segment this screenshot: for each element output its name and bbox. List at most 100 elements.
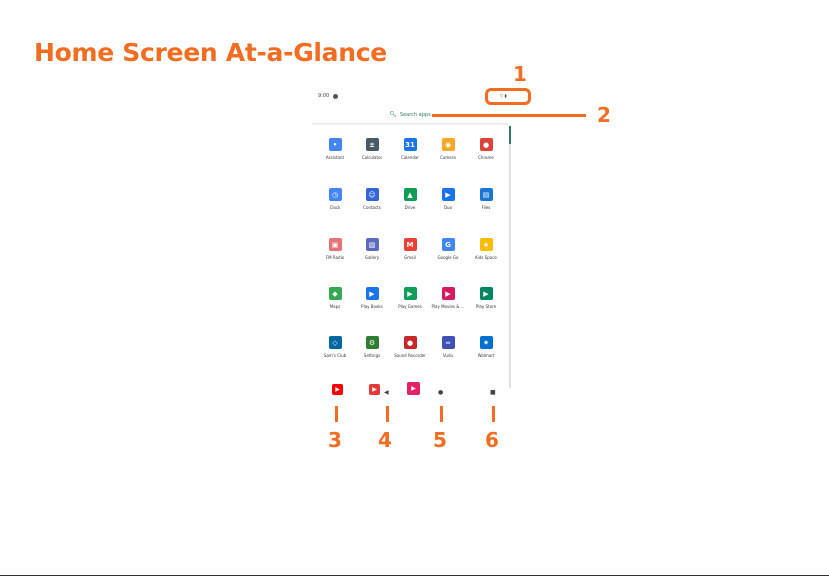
gallery-icon: ▧ (365, 238, 379, 251)
app-label: Play Movies & ... (431, 304, 465, 309)
app-label: Calendar (401, 155, 419, 160)
status-time: 9:00 (318, 93, 330, 99)
callout-1: 1 (513, 62, 527, 86)
app-assistant[interactable]: • Assistant (316, 138, 354, 160)
app-label: Calculator (361, 155, 383, 160)
play-movies-icon: ▶ (441, 287, 455, 300)
notification-icon (333, 93, 339, 99)
app-label: Google Go (437, 255, 459, 260)
settings-icon: ⚙ (365, 336, 379, 349)
leader-3 (335, 406, 338, 422)
app-label: Walmart (477, 353, 495, 358)
recents-button[interactable]: ■ (490, 389, 496, 396)
kids-space-icon: ★ (479, 238, 493, 251)
chrome-icon: ● (479, 138, 493, 151)
app-duo[interactable]: ▶ Duo (429, 188, 467, 210)
youtube-icon[interactable]: ▶ (332, 384, 343, 395)
app-maps[interactable]: ◆ Maps (316, 287, 354, 309)
app-drive[interactable]: ▲ Drive (391, 188, 429, 210)
app-chrome[interactable]: ● Chrome (467, 138, 505, 160)
callout-ring-1 (485, 88, 531, 105)
app-radio[interactable]: ▣ FM Radio (316, 238, 354, 260)
app-play-games[interactable]: ▶Play Games (391, 287, 429, 309)
app-label: Maps (329, 304, 341, 309)
app-label: Kids Space (475, 255, 497, 260)
app-label: Gallery (364, 255, 380, 260)
play-games-icon: ▶ (403, 287, 417, 300)
status-right-icons: ▽ ▮ (500, 93, 507, 98)
scrollbar-thumb[interactable] (509, 126, 511, 144)
search-bar[interactable]: 🔍︎ Search apps (312, 106, 508, 124)
app-label: Assistant (325, 155, 345, 160)
app-contacts[interactable]: ☺ Contacts (353, 188, 391, 210)
app-vudu[interactable]: ═ Vudu (429, 336, 467, 358)
youtube-music-icon[interactable]: ▶ (369, 384, 380, 395)
app-label: Duo (443, 205, 453, 210)
callout-2: 2 (597, 103, 611, 127)
page-title: Home Screen At-a-Glance (34, 38, 387, 67)
leader-4 (386, 406, 389, 422)
callout-5: 5 (433, 428, 447, 452)
google-go-icon: G (441, 238, 455, 251)
clock-icon: ◷ (328, 188, 342, 201)
scrollbar[interactable] (509, 126, 511, 388)
app-kids-space[interactable]: ★ Kids Space (467, 238, 505, 260)
calendar-icon: 31 (403, 138, 417, 151)
app-label: FM Radio (325, 255, 345, 260)
status-bar: 9:00 (318, 93, 339, 99)
app-sams-club[interactable]: ◇ Sam's Club (316, 336, 354, 358)
app-clock[interactable]: ◷ Clock (316, 188, 354, 210)
dock: ▶ ▶ ◀ ▶ ● ■ (312, 382, 512, 405)
app-play-books[interactable]: ▶ Play Books (353, 287, 391, 309)
search-placeholder: Search apps (399, 111, 431, 118)
app-label: Vudu (442, 353, 454, 358)
app-label: Play Store (475, 304, 497, 309)
gmail-icon: M (403, 238, 417, 251)
app-gallery[interactable]: ▧ Gallery (353, 238, 391, 260)
walmart-icon: ✷ (479, 336, 493, 349)
camera-icon: ◉ (441, 138, 455, 151)
play-books-icon: ▶ (365, 287, 379, 300)
callout-6: 6 (485, 428, 499, 452)
yt-music-icon[interactable]: ▶ (407, 382, 420, 395)
app-camera[interactable]: ◉ Camera (429, 138, 467, 160)
app-label: Drive (404, 205, 416, 210)
app-files[interactable]: ▤Files (467, 188, 505, 210)
app-label: Contacts (363, 205, 381, 210)
contacts-icon: ☺ (365, 188, 379, 201)
app-calculator[interactable]: ± Calculator (353, 138, 391, 160)
app-label: Camera (440, 155, 456, 160)
leader-2 (432, 114, 586, 117)
search-icon: 🔍︎ (389, 111, 397, 118)
app-google-go[interactable]: G Google Go (429, 238, 467, 260)
callout-3: 3 (328, 428, 342, 452)
app-label: Play Books (361, 304, 383, 309)
play-store-icon: ▶ (479, 287, 493, 300)
maps-icon: ◆ (328, 287, 342, 300)
app-label: Chrome (478, 155, 494, 160)
calculator-icon: ± (365, 138, 379, 151)
app-settings[interactable]: ⚙Settings (353, 336, 391, 358)
home-button[interactable]: ● (438, 389, 444, 396)
drive-icon: ▲ (403, 188, 417, 201)
recorder-icon: ● (403, 336, 417, 349)
app-recorder[interactable]: ● Sound Recorder (391, 336, 429, 358)
vudu-icon: ═ (441, 336, 455, 349)
app-walmart[interactable]: ✷ Walmart (467, 336, 505, 358)
duo-icon: ▶ (441, 188, 455, 201)
app-label: Clock (329, 205, 341, 210)
leader-6 (492, 406, 495, 422)
sams-club-icon: ◇ (328, 336, 342, 349)
assistant-icon: • (328, 138, 342, 151)
back-button[interactable]: ◀ (384, 389, 389, 396)
app-play-store[interactable]: ▶ Play Store (467, 287, 505, 309)
callout-4: 4 (378, 428, 392, 452)
app-label: Files (481, 205, 491, 210)
app-label: Sound Recorder (394, 353, 426, 358)
app-label: Sam's Club (323, 353, 347, 358)
radio-icon: ▣ (328, 238, 342, 251)
app-play-movies[interactable]: ▶ Play Movies & ... (429, 287, 467, 309)
leader-5 (440, 406, 443, 422)
